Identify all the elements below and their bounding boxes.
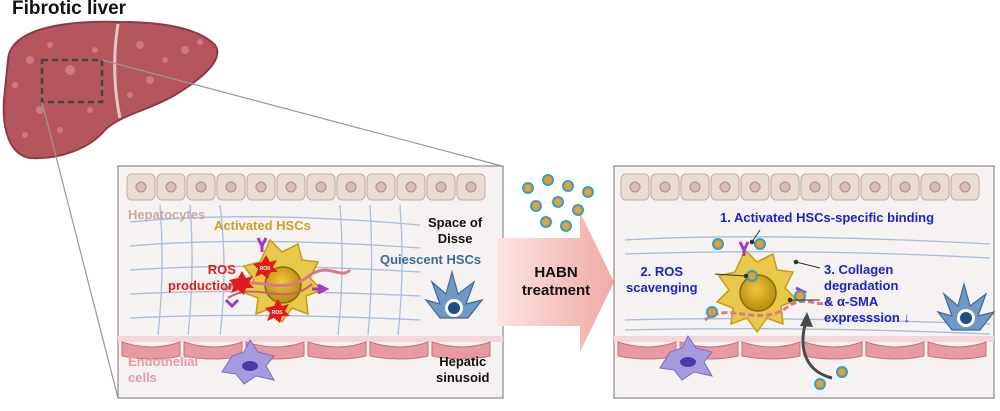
treatment-line2: treatment xyxy=(521,282,591,299)
sinusoid-line1: Hepatic xyxy=(439,354,487,369)
step1-label: 1. Activated HSCs-specific binding xyxy=(720,210,935,225)
endothelial-cell xyxy=(741,341,801,360)
hepatocyte-nucleus xyxy=(465,181,477,193)
nanoparticle-core xyxy=(714,240,722,248)
kupffer-cell xyxy=(221,339,275,385)
step3-line2: degradation xyxy=(824,278,899,293)
quiescent-hsc xyxy=(936,281,996,331)
hepatocyte-nucleus xyxy=(749,181,761,193)
step2-label: 2. ROS scavenging xyxy=(626,264,698,296)
nanoparticle-core xyxy=(796,292,804,300)
hepatocyte-nucleus xyxy=(225,181,237,193)
svg-text:ROS: ROS xyxy=(272,310,284,316)
hepatocyte-nucleus xyxy=(929,181,941,193)
hepatocyte-nucleus xyxy=(195,181,207,193)
nanoparticle-core xyxy=(708,308,716,316)
nanoparticle-core xyxy=(838,368,846,376)
quiescent-hscs-label: Quiescent HSCs xyxy=(380,252,482,267)
left-panel: ROS ROS xyxy=(117,165,504,399)
quiescent-hsc xyxy=(424,269,484,319)
hepatocyte-nucleus xyxy=(719,181,731,193)
endothelial-line1: Endothelial xyxy=(128,354,199,369)
treatment-arrow xyxy=(497,212,614,352)
ros-line1: ROS xyxy=(207,262,236,277)
figure-title: Fibrotic liver xyxy=(12,0,127,19)
svg-text:ROS: ROS xyxy=(260,266,272,272)
hepatocyte-nucleus xyxy=(405,181,417,193)
nanoparticle-core xyxy=(544,176,552,184)
nanoparticle-core xyxy=(562,222,570,230)
step2-line1: 2. ROS xyxy=(640,264,684,279)
endothelial-cell xyxy=(431,341,491,360)
nanoparticle-core xyxy=(542,218,550,226)
nanoparticle-core xyxy=(748,272,756,280)
nanoparticle-core xyxy=(584,188,592,196)
endothelial-line2: cells xyxy=(128,370,157,385)
hepatocyte-row xyxy=(126,173,486,201)
hepatocyte-nucleus xyxy=(959,181,971,193)
sinusoid-line2: sinusoid xyxy=(436,370,490,385)
space-of-disse-line1: Space of xyxy=(428,215,483,230)
hepatocyte-nucleus xyxy=(315,181,327,193)
hepatocyte-nucleus xyxy=(375,181,387,193)
hepatocyte-nucleus xyxy=(899,181,911,193)
hepatocyte-nucleus xyxy=(255,181,267,193)
step3-line3: & α-SMA xyxy=(824,294,879,309)
hepatocyte-nucleus xyxy=(689,181,701,193)
liver-illustration xyxy=(2,20,503,399)
hepatocytes-label: Hepatocytes xyxy=(128,207,206,222)
hepatocyte-nucleus xyxy=(779,181,791,193)
uptake-arrow xyxy=(801,321,833,380)
ros-burst-icon xyxy=(229,271,254,295)
treatment-line1: HABN xyxy=(534,264,578,281)
endothelial-layer xyxy=(118,336,503,360)
step2-line2: scavenging xyxy=(626,280,698,295)
hepatocyte-nucleus xyxy=(659,181,671,193)
ros-production-label: ROS production xyxy=(168,262,236,294)
ros-line2: production xyxy=(168,278,236,293)
step3-line4: expresssion ↓ xyxy=(824,310,910,325)
hepatocyte-nucleus xyxy=(839,181,851,193)
nanoparticle-core xyxy=(574,206,582,214)
right-panel xyxy=(613,165,996,399)
ros-burst-icon: ROS xyxy=(265,299,290,323)
endothelial-cell xyxy=(865,341,925,360)
endothelial-cell xyxy=(927,341,987,360)
endothelial-cell xyxy=(369,341,429,360)
nanoparticle-core xyxy=(756,240,764,248)
nanoparticles-bound xyxy=(706,238,848,390)
endothelial-cell xyxy=(121,341,181,360)
endothelial-cell xyxy=(803,341,863,360)
nanoparticle-cluster xyxy=(522,174,594,232)
nanoparticle-core xyxy=(524,184,532,192)
nanoparticle-core xyxy=(554,198,562,206)
activated-hscs-label: Activated HSCs xyxy=(214,218,311,233)
space-of-disse-label: Space of Disse xyxy=(428,215,482,247)
treatment-label: HABN treatment xyxy=(516,264,596,300)
space-of-disse-line2: Disse xyxy=(437,231,473,246)
hepatocyte-nucleus xyxy=(345,181,357,193)
hepatocyte-nucleus xyxy=(629,181,641,193)
hepatocyte-nucleus xyxy=(435,181,447,193)
endothelial-cells-label: Endothelial cells xyxy=(128,354,198,386)
nanoparticle-core xyxy=(532,202,540,210)
hepatic-sinusoid-label: Hepatic sinusoid xyxy=(436,354,489,386)
endothelial-cell xyxy=(307,341,367,360)
hepatocyte-nucleus xyxy=(135,181,147,193)
step3-label: 3. Collagen degradation & α-SMA expresss… xyxy=(824,262,910,326)
hepatocyte-nucleus xyxy=(165,181,177,193)
activated-hsc: ROS ROS xyxy=(224,237,352,324)
ros-burst-icon: ROS xyxy=(253,255,278,279)
nanoparticle-core xyxy=(816,380,824,388)
collagen-mesh xyxy=(129,204,421,336)
receptor-icon xyxy=(224,237,330,309)
hepatocyte-nucleus xyxy=(285,181,297,193)
hepatocyte-nucleus xyxy=(809,181,821,193)
nanoparticle-core xyxy=(564,182,572,190)
step3-line1: 3. Collagen xyxy=(824,262,894,277)
kupffer-cell xyxy=(659,335,713,381)
hepatocyte-nucleus xyxy=(869,181,881,193)
